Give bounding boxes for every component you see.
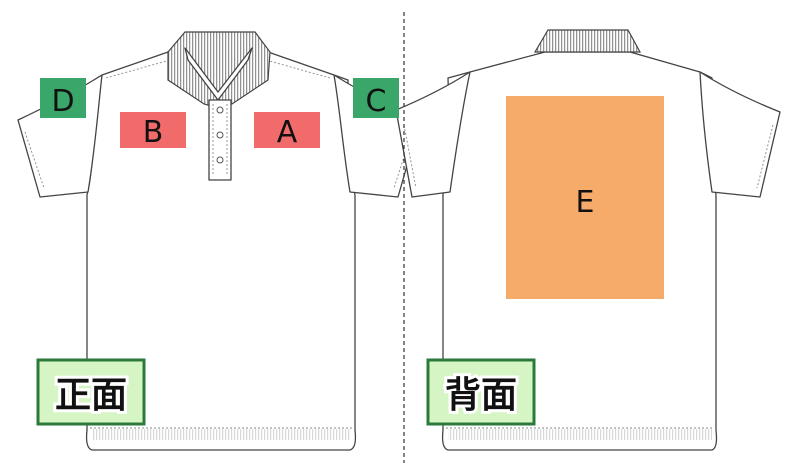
zone-c-box bbox=[353, 78, 399, 118]
zone-a-label: A bbox=[277, 115, 298, 150]
back-left-sleeve bbox=[395, 71, 471, 198]
zone-a-box bbox=[254, 112, 320, 148]
front-view-label-box bbox=[36, 358, 146, 426]
zone-e-label: E bbox=[576, 185, 595, 220]
zone-e-box bbox=[506, 96, 664, 299]
front-collar bbox=[167, 31, 271, 109]
back-right-sleeve bbox=[699, 71, 781, 198]
zone-d: D bbox=[40, 78, 86, 119]
zone-e: E bbox=[506, 96, 664, 299]
back-collar bbox=[533, 29, 642, 53]
zone-c: C bbox=[353, 78, 399, 119]
zone-c-label: C bbox=[366, 84, 387, 119]
back-view-label-box bbox=[426, 358, 536, 426]
zone-d-box bbox=[40, 78, 86, 118]
zone-b-label: B bbox=[143, 115, 164, 150]
back-view-label: 背面 bbox=[426, 358, 536, 426]
back-view-label-text: 背面 bbox=[445, 375, 517, 416]
zone-a: A bbox=[254, 112, 320, 150]
front-placket bbox=[208, 99, 232, 181]
front-view-label-text: 正面 bbox=[55, 375, 127, 416]
zone-b-box bbox=[120, 112, 186, 148]
front-view-label: 正面 bbox=[36, 358, 146, 426]
zone-d-label: D bbox=[51, 84, 74, 119]
zone-b: B bbox=[120, 112, 186, 150]
